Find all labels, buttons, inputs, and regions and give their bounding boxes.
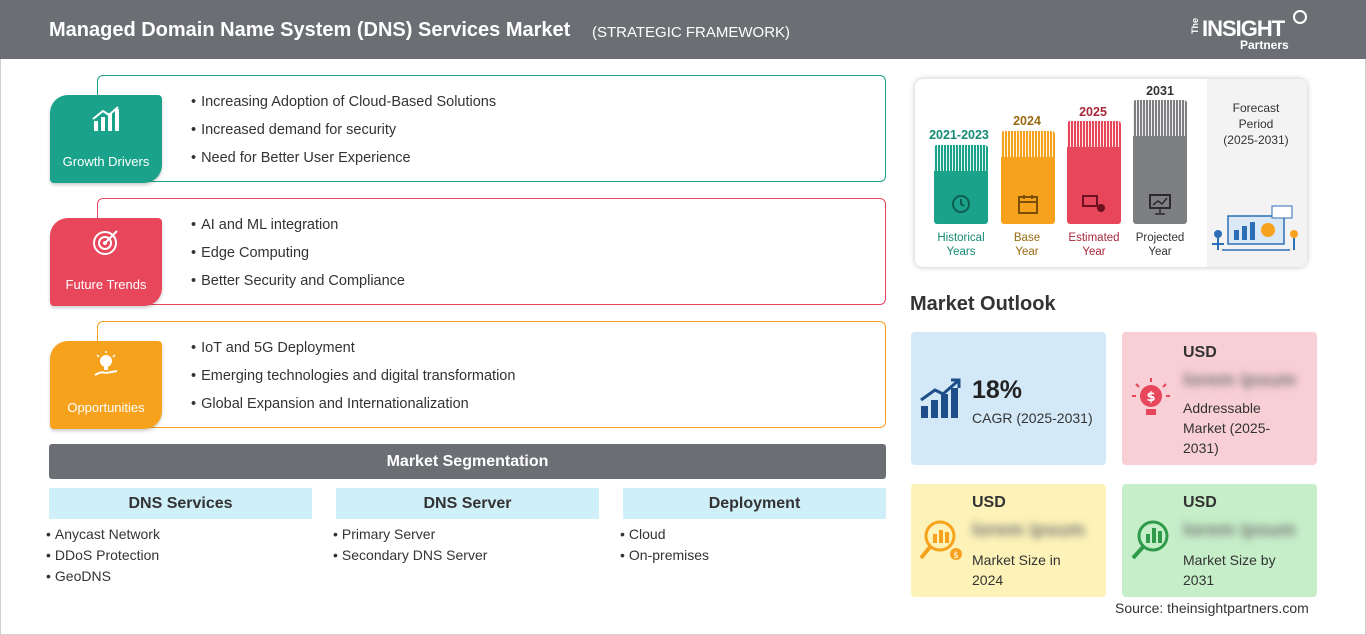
logo-the: The	[1190, 18, 1200, 35]
addressable-market-label: Addressable Market (2025-2031)	[1183, 400, 1271, 456]
market-size-2024-box: USD lorem ipsum $ Market Size in 2024	[911, 484, 1106, 597]
forecast-range: (2025-2031)	[1223, 133, 1289, 147]
usd-label: USD	[972, 494, 1006, 511]
future-trends-card: AI and ML integration Edge Computing Bet…	[97, 198, 886, 305]
segment-header: DNS Server	[336, 488, 599, 519]
insight-partners-logo: The INSIGHT Partners	[1190, 10, 1310, 54]
forecast-period-text: Forecast Period (2025-2031)	[1210, 100, 1302, 148]
opportunities-badge: Opportunities	[50, 341, 162, 429]
segment-header: Deployment	[623, 488, 886, 519]
list-item: Emerging technologies and digital transf…	[191, 368, 515, 396]
growth-chart-icon	[92, 106, 119, 131]
period-year: 2031	[1146, 84, 1174, 98]
source-text: Source: theinsightpartners.com	[1115, 600, 1309, 616]
historical-bar	[934, 145, 988, 224]
lightbulb-dollar-icon: $	[1132, 378, 1170, 415]
period-label: Base Year	[991, 231, 1063, 259]
history-icon	[952, 195, 970, 213]
blurred-value: lorem ipsum	[1183, 520, 1296, 541]
estimated-year-bar	[1067, 121, 1121, 224]
opportunities-label: Opportunities	[67, 400, 145, 415]
addressable-market-box: USD lorem ipsum $ Addressable Market (20…	[1122, 332, 1317, 465]
period-label: Estimated Year	[1058, 231, 1130, 259]
cagr-box: 18% CAGR (2025-2031)	[911, 332, 1106, 465]
svg-text:$: $	[1146, 390, 1155, 405]
period-label-line: Year	[1015, 246, 1039, 258]
list-item: DDoS Protection	[46, 547, 160, 568]
list-item: Better Security and Compliance	[191, 273, 405, 301]
list-item: Increased demand for security	[191, 122, 496, 150]
opportunities-card: IoT and 5G Deployment Emerging technolog…	[97, 321, 886, 428]
growth-drivers-badge: Growth Drivers	[50, 95, 162, 183]
period-label-line: Estimated	[1068, 232, 1120, 244]
list-item: Need for Better User Experience	[191, 150, 496, 178]
segment-header: DNS Services	[49, 488, 312, 519]
list-item: Primary Server	[333, 526, 487, 547]
growth-drivers-list: Increasing Adoption of Cloud-Based Solut…	[191, 94, 496, 178]
cagr-value: 18%	[972, 376, 1023, 404]
list-item: AI and ML integration	[191, 217, 405, 245]
period-label: Projected Year	[1124, 231, 1196, 259]
future-trends-badge: Future Trends	[50, 218, 162, 306]
base-year-bar	[1001, 131, 1055, 224]
opportunities-list: IoT and 5G Deployment Emerging technolog…	[191, 340, 515, 424]
period-year: 2021-2023	[929, 128, 989, 142]
logo-insight: INSIGHT	[1202, 16, 1285, 41]
analytics-illustration-icon	[1212, 205, 1298, 251]
list-item: On-premises	[620, 547, 709, 568]
list-item: Anycast Network	[46, 526, 160, 547]
blurred-value: lorem ipsum	[972, 520, 1085, 541]
projected-year-bar	[1133, 100, 1187, 224]
magnifier-chart-icon	[1131, 520, 1169, 560]
growth-chart-icon	[920, 378, 961, 418]
market-size-2031-label: Market Size by 2031	[1183, 552, 1276, 588]
logo-partners: Partners	[1240, 38, 1289, 52]
lightbulb-hand-icon	[94, 351, 118, 376]
page-subtitle: (STRATEGIC FRAMEWORK)	[592, 24, 791, 41]
period-label-line: Base	[1013, 232, 1041, 244]
list-item: Cloud	[620, 526, 709, 547]
forecast-label: Forecast Period	[1232, 101, 1280, 131]
list-item: Edge Computing	[191, 245, 405, 273]
list-item: GeoDNS	[46, 568, 160, 589]
segment-list: Anycast Network DDoS Protection GeoDNS	[46, 526, 160, 589]
list-item: Secondary DNS Server	[333, 547, 488, 568]
presentation-icon	[1149, 194, 1171, 215]
segment-list: Primary Server Secondary DNS Server	[333, 526, 488, 568]
market-size-2031-box: USD lorem ipsum Market Size by 2031	[1122, 484, 1317, 597]
growth-drivers-label: Growth Drivers	[62, 154, 150, 169]
market-segmentation-bar: Market Segmentation	[49, 444, 886, 479]
period-label-line: Year	[1082, 246, 1106, 258]
blurred-value: lorem ipsum	[1183, 370, 1296, 391]
list-item: Increasing Adoption of Cloud-Based Solut…	[191, 94, 496, 122]
future-trends-label: Future Trends	[65, 277, 147, 292]
period-label-line: Projected	[1135, 232, 1185, 244]
growth-drivers-card: Increasing Adoption of Cloud-Based Solut…	[97, 75, 886, 182]
logo-ring-icon	[1293, 10, 1307, 24]
period-year: 2025	[1079, 105, 1107, 119]
period-label-line: Years	[946, 246, 976, 258]
page-title: Managed Domain Name System (DNS) Service…	[49, 19, 571, 41]
future-trends-list: AI and ML integration Edge Computing Bet…	[191, 217, 405, 301]
cagr-label: CAGR (2025-2031)	[972, 410, 1093, 426]
list-item: Global Expansion and Internationalizatio…	[191, 396, 515, 424]
period-label-line: Year	[1148, 246, 1172, 258]
magnifier-chart-icon: $	[919, 520, 962, 561]
usd-label: USD	[1183, 494, 1217, 511]
svg-text:$: $	[953, 551, 959, 561]
segment-list: Cloud On-premises	[620, 526, 709, 568]
calendar-icon	[1018, 195, 1038, 214]
target-icon	[93, 230, 118, 255]
period-year: 2024	[1013, 114, 1041, 128]
market-size-2024-label: Market Size in 2024	[972, 552, 1061, 588]
usd-label: USD	[1183, 344, 1217, 361]
estimate-icon	[1082, 195, 1105, 212]
period-label: Historical Years	[925, 231, 997, 259]
header-bar: Managed Domain Name System (DNS) Service…	[0, 0, 1366, 59]
market-outlook-title: Market Outlook	[910, 293, 1056, 315]
list-item: IoT and 5G Deployment	[191, 340, 515, 368]
period-label-line: Historical	[937, 232, 985, 244]
